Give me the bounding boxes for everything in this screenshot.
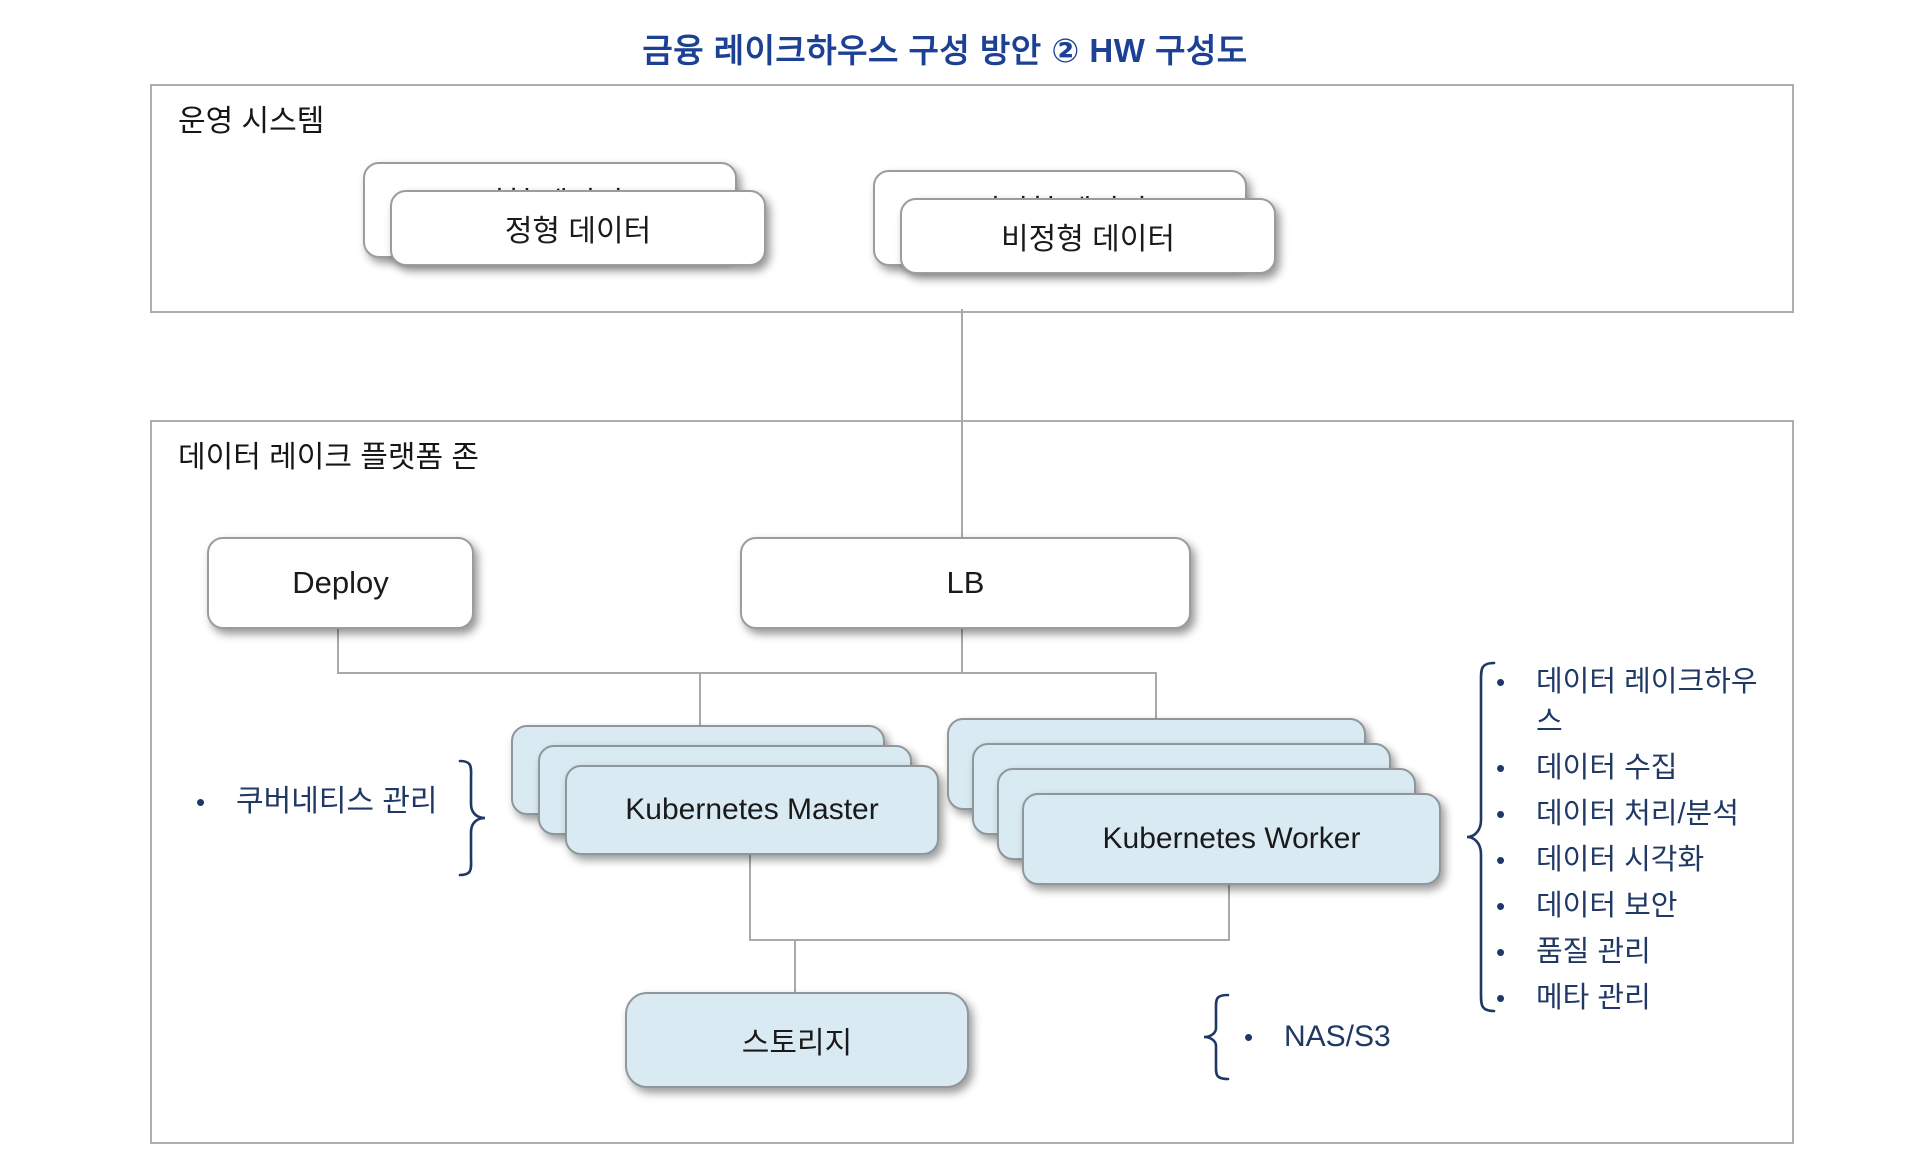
left-pointing-brace-icon — [1466, 661, 1496, 1013]
bullet-label: 데이터 수집 — [1536, 752, 1678, 784]
bullet-label: 데이터 레이크하우스 — [1536, 666, 1758, 738]
bullet-icon: • — [1244, 1022, 1254, 1052]
master-annotation-list: • 쿠버네티스 관리 — [196, 782, 438, 828]
bullet-label: 품질 관리 — [1536, 936, 1651, 968]
k8s-master-label: Kubernetes Master — [625, 793, 879, 826]
right-pointing-brace-icon — [458, 759, 486, 877]
platform-zone: 데이터 레이크 플랫폼 존 — [150, 420, 1794, 1144]
connector-bus-lower — [749, 939, 1230, 941]
lb-label: LB — [946, 565, 985, 600]
master-annotation-brace — [452, 758, 492, 878]
storage-annotation-brace — [1198, 992, 1234, 1082]
slide-title: 금융 레이크하우스 구성 방안 ② HW 구성도 — [642, 32, 1248, 69]
bullet-icon: • — [1496, 845, 1506, 875]
structured-data-card: 정형 데이터 — [390, 190, 766, 266]
worker-annotation-list: • 데이터 레이크하우스 • 데이터 수집 • 데이터 처리/분석 • 데이터 시각화 • 데이터… — [1496, 662, 1778, 1024]
storage-node: 스토리지 — [625, 992, 969, 1088]
connector-lb-down — [961, 625, 963, 673]
connector-to-worker — [1155, 672, 1157, 718]
bullet-label: 메타 관리 — [1536, 982, 1651, 1014]
bullet-item: • 데이터 수집 — [1496, 748, 1778, 788]
bullet-label: 데이터 처리/분석 — [1536, 798, 1739, 830]
k8s-master-card: Kubernetes Master — [565, 765, 939, 855]
connector-bus-upper — [337, 672, 1157, 674]
structured-data-label: 정형 데이터 — [504, 215, 652, 248]
lb-node: LB — [740, 537, 1191, 629]
connector-deploy-down — [337, 625, 339, 673]
k8s-worker-label: Kubernetes Worker — [1102, 822, 1361, 855]
bullet-icon: • — [1496, 891, 1506, 921]
bullet-item: • NAS/S3 — [1244, 1017, 1391, 1057]
bullet-icon: • — [1496, 937, 1506, 967]
connector-worker-down — [1228, 879, 1230, 941]
bullet-label: 쿠버네티스 관리 — [236, 785, 438, 818]
bullet-item: • 데이터 처리/분석 — [1496, 794, 1778, 834]
deploy-node: Deploy — [207, 537, 474, 629]
bullet-icon: • — [196, 787, 206, 817]
connector-master-down — [749, 849, 751, 941]
bullet-item: • 데이터 레이크하우스 — [1496, 662, 1778, 742]
bullet-icon: • — [1496, 983, 1506, 1013]
bullet-item: • 메타 관리 — [1496, 978, 1778, 1018]
bullet-label: NAS/S3 — [1284, 1020, 1391, 1053]
k8s-worker-card: Kubernetes Worker — [1022, 793, 1441, 885]
connector-to-storage — [794, 939, 796, 992]
bullet-icon: • — [1496, 667, 1506, 697]
bullet-item: • 쿠버네티스 관리 — [196, 782, 438, 822]
bullet-item: • 데이터 보안 — [1496, 886, 1778, 926]
bullet-item: • 품질 관리 — [1496, 932, 1778, 972]
unstructured-data-card: 비정형 데이터 — [900, 198, 1276, 274]
operations-zone-label: 운영 시스템 — [178, 105, 325, 138]
storage-annotation-list: • NAS/S3 — [1244, 1017, 1391, 1063]
deploy-label: Deploy — [292, 565, 389, 600]
bullet-icon: • — [1496, 799, 1506, 829]
bullet-icon: • — [1496, 753, 1506, 783]
connector-to-master — [699, 672, 701, 725]
worker-annotation-brace — [1462, 660, 1500, 1014]
platform-zone-label: 데이터 레이크 플랫폼 존 — [178, 441, 480, 474]
connector-zone1-to-lb — [961, 309, 963, 537]
bullet-label: 데이터 보안 — [1536, 890, 1678, 922]
bullet-item: • 데이터 시각화 — [1496, 840, 1778, 880]
bullet-label: 데이터 시각화 — [1536, 844, 1705, 876]
left-pointing-brace-icon — [1203, 993, 1230, 1081]
unstructured-data-label: 비정형 데이터 — [1001, 223, 1175, 256]
storage-label: 스토리지 — [741, 1027, 853, 1060]
